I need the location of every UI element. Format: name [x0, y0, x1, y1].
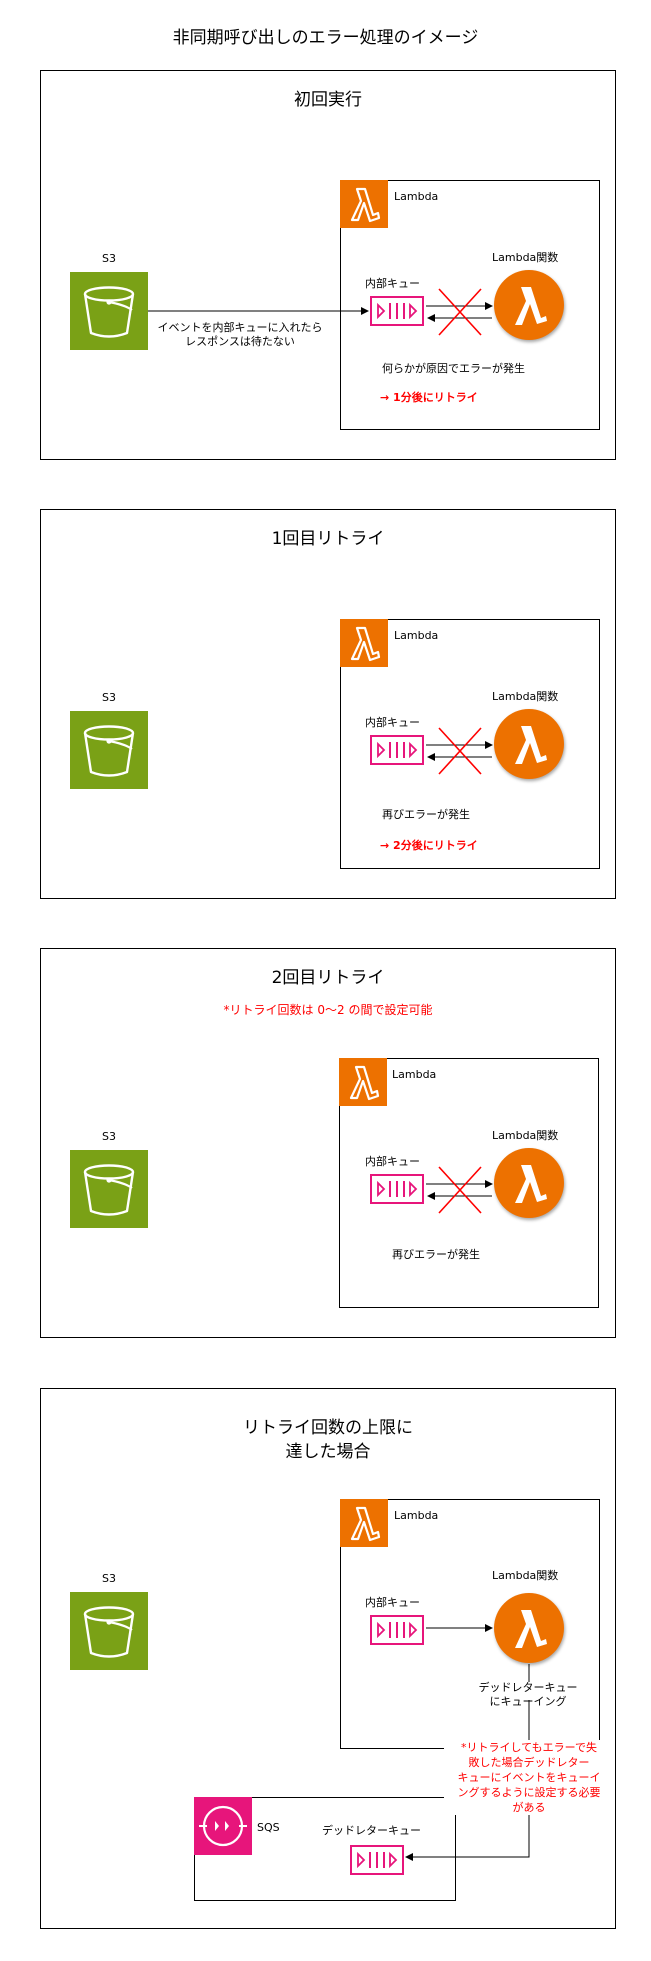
- retry-text: → 2分後にリトライ: [380, 839, 478, 852]
- diagram-title: 非同期呼び出しのエラー処理のイメージ: [172, 28, 479, 48]
- panel-title: 初回実行: [294, 90, 362, 110]
- panel-title: 2回目リトライ: [271, 968, 385, 988]
- s3-bucket-icon: [70, 1592, 148, 1670]
- internal-queue-label: 内部キュー: [365, 277, 420, 290]
- s3-label: S3: [102, 691, 116, 704]
- lambda-function-icon: [494, 709, 564, 779]
- s3-label: S3: [102, 1130, 116, 1143]
- dlq-edge-label: デッドレターキュー にキューイング: [458, 1681, 598, 1709]
- dead-letter-queue-icon: [350, 1845, 404, 1875]
- s3-bucket-icon: [70, 711, 148, 789]
- error-text: 再びエラーが発生: [392, 1248, 480, 1261]
- internal-queue-label: 内部キュー: [365, 716, 420, 729]
- lambda-service-label: Lambda: [394, 190, 439, 203]
- lambda-service-label: Lambda: [394, 1509, 439, 1522]
- lambda-service-label: Lambda: [394, 629, 439, 642]
- dlq-label: デッドレターキュー: [322, 1824, 421, 1837]
- s3-bucket-icon: [70, 1150, 148, 1228]
- internal-queue-icon: [370, 296, 424, 326]
- s3-label: S3: [102, 1572, 116, 1585]
- internal-queue-label: 内部キュー: [365, 1155, 420, 1168]
- retry-text: → 1分後にリトライ: [380, 391, 478, 404]
- lambda-function-label: Lambda関数: [492, 1129, 559, 1142]
- sqs-service-icon: [194, 1797, 252, 1855]
- lambda-service-label: Lambda: [392, 1068, 437, 1081]
- async-edge-label: イベントを内部キューに入れたら レスポンスは待たない: [157, 321, 323, 348]
- retry-count-note: *リトライ回数は 0～2 の間で設定可能: [223, 1003, 433, 1017]
- error-text: 何らかが原因でエラーが発生: [382, 362, 525, 375]
- internal-queue-icon: [370, 1174, 424, 1204]
- lambda-service-icon: [340, 180, 388, 228]
- internal-queue-label: 内部キュー: [365, 1596, 420, 1609]
- s3-label: S3: [102, 252, 116, 265]
- lambda-function-label: Lambda関数: [492, 1569, 559, 1582]
- lambda-function-label: Lambda関数: [492, 251, 559, 264]
- panel-title: 1回目リトライ: [271, 529, 385, 549]
- lambda-function-icon: [494, 1148, 564, 1218]
- internal-queue-icon: [370, 1615, 424, 1645]
- lambda-service-icon: [340, 1499, 388, 1547]
- dlq-note: *リトライしてもエラーで失 敗した場合デッドレター キューにイベントをキューイ …: [444, 1740, 614, 1815]
- lambda-service-icon: [339, 1058, 387, 1106]
- internal-queue-icon: [370, 735, 424, 765]
- panel-title: リトライ回数の上限に 達した場合: [243, 1418, 413, 1462]
- error-text: 再びエラーが発生: [382, 808, 470, 821]
- sqs-label: SQS: [257, 1821, 280, 1834]
- lambda-service-icon: [340, 619, 388, 667]
- s3-bucket-icon: [70, 272, 148, 350]
- lambda-function-icon: [494, 270, 564, 340]
- lambda-function-icon: [494, 1593, 564, 1663]
- lambda-function-label: Lambda関数: [492, 690, 559, 703]
